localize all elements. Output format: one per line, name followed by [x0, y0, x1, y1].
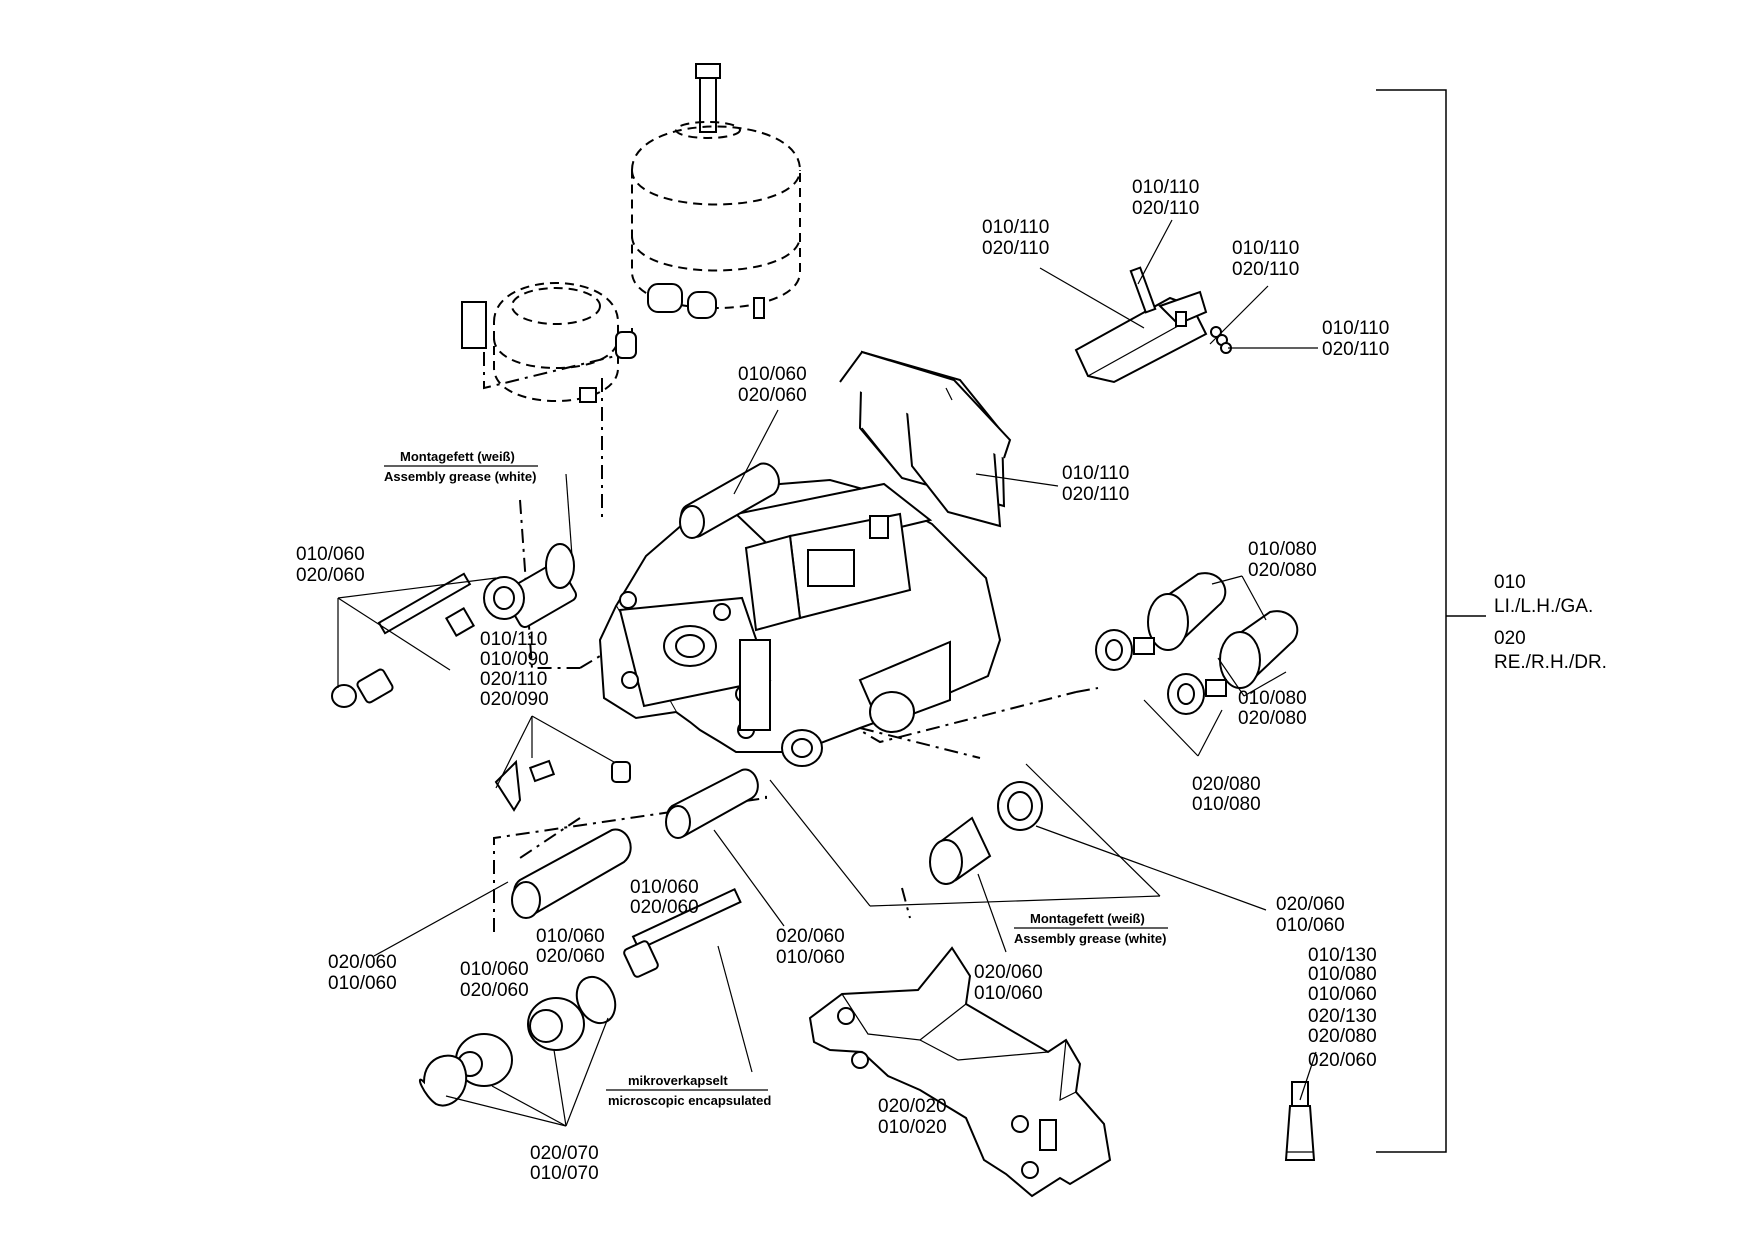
- adjuster-parts: [418, 887, 742, 1107]
- legend-code-020: 020: [1494, 628, 1526, 649]
- label-bolt-left-1: 010/060: [296, 544, 365, 565]
- label-carrier-1: 020/020: [878, 1096, 947, 1117]
- label-mid-bolt-2: 020/060: [460, 980, 529, 1001]
- label-top-bolt-2: 020/110: [1132, 198, 1199, 219]
- label-adjuster-2: 010/070: [530, 1163, 599, 1184]
- note-micro-de: mikroverkapselt: [628, 1073, 728, 1088]
- grease-tube: [1284, 1081, 1316, 1161]
- label-spring-2: 020/110: [1322, 339, 1389, 360]
- legend-code-010: 010: [1494, 572, 1526, 593]
- label-tappet-right-1: 010/080: [1238, 688, 1307, 709]
- caliper-carrier: [808, 946, 1112, 1198]
- caliper-housing: [598, 478, 1002, 767]
- legend-desc-010: LI./L.H./GA.: [1494, 596, 1593, 617]
- guide-tube: [511, 768, 759, 919]
- label-kit-6: 020/060: [1308, 1050, 1377, 1071]
- label-mid-pin-2: 020/060: [630, 897, 699, 918]
- label-sleeve-1: 020/060: [776, 926, 845, 947]
- label-kit-4: 020/130: [1308, 1006, 1377, 1027]
- legend-desc-020: RE./R.H./DR.: [1494, 652, 1607, 673]
- label-carrier-2: 010/020: [878, 1117, 947, 1138]
- label-ring-1: 010/060: [536, 926, 605, 947]
- note-micro-en: microscopic encapsulated: [608, 1093, 771, 1108]
- label-bolt-left-2: 020/060: [296, 565, 365, 586]
- label-tappet-right-2: 020/080: [1238, 708, 1307, 729]
- label-guide-tube-1: 020/060: [328, 952, 397, 973]
- label-mid-pin-1: 010/060: [630, 877, 699, 898]
- label-kit-3: 010/060: [1308, 984, 1377, 1005]
- label-boot-1: 020/060: [974, 962, 1043, 983]
- label-tappet-bottom-1: 020/080: [1192, 774, 1261, 795]
- label-clip-1: 010/110: [1232, 238, 1299, 259]
- note-grease-de: Montagefett (weiß): [400, 449, 515, 464]
- label-clip-2: 020/110: [1232, 259, 1299, 280]
- note-grease-en: Assembly grease (white): [384, 469, 536, 484]
- label-kit-1: 010/130: [1308, 945, 1377, 966]
- spring-chamber: [461, 282, 637, 403]
- label-pin-2: 020/060: [738, 385, 807, 406]
- label-kit-5: 020/080: [1308, 1026, 1377, 1047]
- label-sleeve-2: 010/060: [776, 947, 845, 968]
- cover-screws: [494, 759, 631, 812]
- pad-retainer: [1074, 266, 1232, 384]
- tappets: [1095, 572, 1299, 715]
- note-grease2-en: Assembly grease (white): [1014, 931, 1166, 946]
- label-mid-bolt-1: 010/060: [460, 959, 529, 980]
- label-pads-2: 020/110: [1062, 484, 1129, 505]
- label-top-bolt-1: 010/110: [1132, 177, 1199, 198]
- label-tappet-top-1: 010/080: [1248, 539, 1317, 560]
- label-kit-2: 010/080: [1308, 964, 1377, 985]
- label-ring-2: 020/060: [536, 946, 605, 967]
- label-seal-right-1: 020/060: [1276, 894, 1345, 915]
- label-screws-4: 020/090: [480, 689, 549, 710]
- label-pads-1: 010/110: [1062, 463, 1129, 484]
- guide-bolt-left: [331, 543, 578, 708]
- label-bracket-a-2: 020/110: [982, 238, 1049, 259]
- label-boot-2: 010/060: [974, 983, 1043, 1004]
- seals-boots: [929, 781, 1043, 885]
- variant-legend: 010 LI./L.H./GA. 020 RE./R.H./DR.: [1494, 572, 1607, 673]
- label-screws-3: 020/110: [480, 669, 547, 690]
- note-grease2-de: Montagefett (weiß): [1030, 911, 1145, 926]
- part-labels: 010/110 020/110 010/110 020/110 010/110 …: [296, 177, 1389, 1184]
- label-spring-1: 010/110: [1322, 318, 1389, 339]
- note-underlines: [384, 465, 1168, 1091]
- brake-pads: [839, 350, 1012, 528]
- label-screws-2: 010/090: [480, 649, 549, 670]
- label-screws-1: 010/110: [480, 629, 547, 650]
- pin-sleeve: [679, 462, 780, 539]
- label-bracket-a-1: 010/110: [982, 217, 1049, 238]
- label-seal-right-2: 010/060: [1276, 915, 1345, 936]
- label-pin-1: 010/060: [738, 364, 807, 385]
- label-adjuster-1: 020/070: [530, 1143, 599, 1164]
- label-guide-tube-2: 010/060: [328, 973, 397, 994]
- brake-chamber: [631, 63, 801, 319]
- leader-lines: [337, 219, 1318, 1127]
- group-bracket: [1376, 89, 1486, 1153]
- label-tappet-bottom-2: 010/080: [1192, 794, 1261, 815]
- label-tappet-top-2: 020/080: [1248, 560, 1317, 581]
